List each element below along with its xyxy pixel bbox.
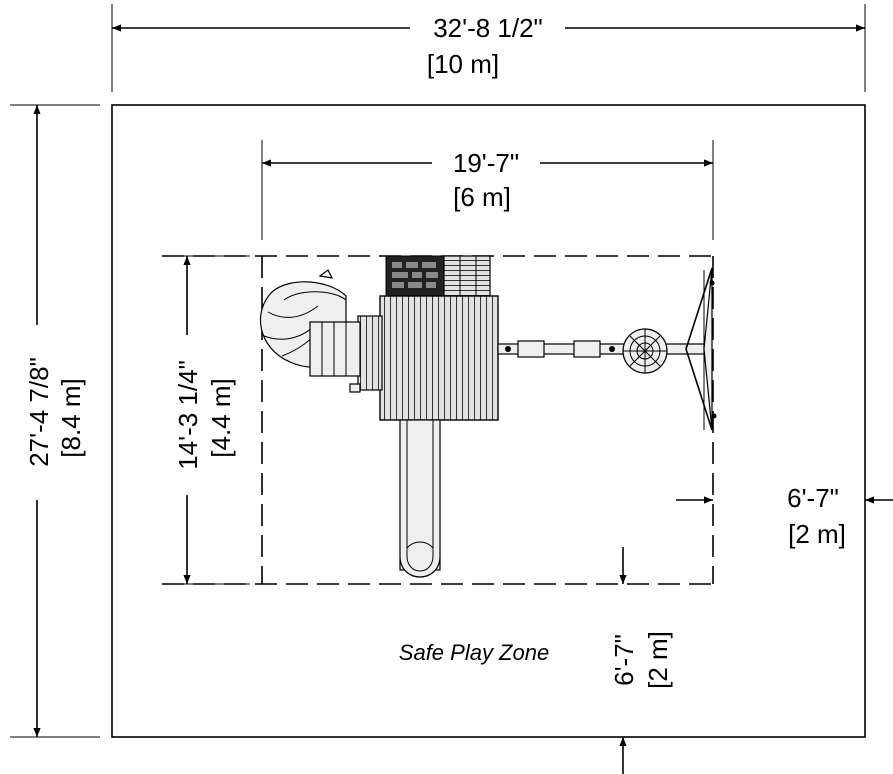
side-deck: [357, 315, 383, 391]
wave-slide-icon: [399, 419, 441, 578]
a-frame-icon: [685, 267, 717, 431]
bottom-clearance-imperial: 6'-7": [609, 634, 639, 686]
overall-depth-imperial: 27'-4 7/8": [24, 357, 54, 467]
tube-slide-icon: [259, 269, 361, 377]
side-clearance-metric: [2 m]: [788, 519, 846, 549]
dimension-overall-width: 32'-8 1/2" [10 m]: [111, 4, 866, 92]
main-deck: [379, 295, 499, 421]
dimension-overall-depth: 27'-4 7/8" [8.4 m]: [10, 104, 100, 738]
dimension-bottom-clearance: 6'-7" [2 m]: [609, 547, 673, 774]
swing-beam-icon: [497, 340, 705, 358]
dimension-set-depth: 14'-3 1/4" [4.4 m]: [162, 255, 250, 585]
overall-width-imperial: 32'-8 1/2": [433, 13, 543, 43]
ladder-icon: [443, 255, 491, 297]
overall-width-metric: [10 m]: [427, 49, 499, 79]
overall-depth-metric: [8.4 m]: [56, 378, 86, 457]
set-footprint-dashed: [162, 255, 714, 585]
side-clearance-imperial: 6'-7": [787, 483, 839, 513]
set-width-imperial: 19'-7": [453, 148, 519, 178]
web-swing-icon: [622, 328, 668, 374]
safe-play-zone-label: Safe Play Zone: [399, 640, 549, 665]
playset-drawing: [259, 255, 717, 578]
rock-wall-icon: [385, 255, 445, 297]
set-depth-metric: [4.4 m]: [206, 378, 236, 457]
dimension-set-width: 19'-7" [6 m]: [261, 140, 714, 240]
set-width-metric: [6 m]: [453, 182, 511, 212]
bottom-clearance-metric: [2 m]: [643, 631, 673, 689]
safe-play-zone-boundary: [111, 104, 866, 738]
dimension-side-clearance: 6'-7" [2 m]: [676, 483, 893, 549]
set-depth-imperial: 14'-3 1/4": [173, 360, 203, 470]
